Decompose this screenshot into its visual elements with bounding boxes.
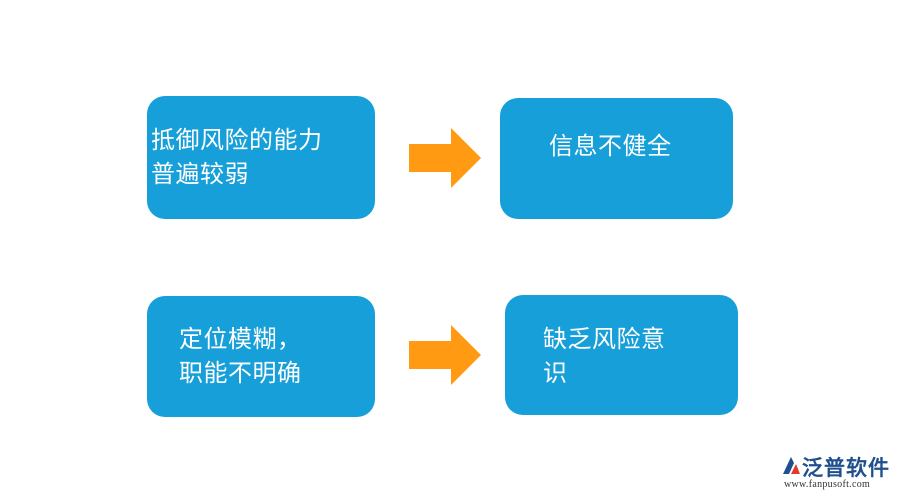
effect-text-2: 缺乏风险意 识 <box>543 325 666 387</box>
brand-name: 泛普软件 <box>802 456 890 480</box>
brand-logo-icon <box>783 457 800 474</box>
cause-box-1: 抵御风险的能力 普遍较弱 <box>147 96 375 219</box>
effect-box-2: 缺乏风险意 识 <box>505 295 738 415</box>
cause-text-1: 抵御风险的能力 普遍较弱 <box>151 126 323 188</box>
arrow-right-icon <box>409 128 481 188</box>
effect-box-1: 信息不健全 <box>500 98 733 219</box>
cause-box-2: 定位模糊， 职能不明确 <box>147 296 375 417</box>
brand-watermark: 泛普软件 www.fanpusoft.com <box>780 452 910 492</box>
arrow-right-icon <box>409 325 481 385</box>
cause-text-2: 定位模糊， 职能不明确 <box>179 325 302 387</box>
brand-url: www.fanpusoft.com <box>784 479 871 490</box>
effect-text-1: 信息不健全 <box>549 132 672 160</box>
